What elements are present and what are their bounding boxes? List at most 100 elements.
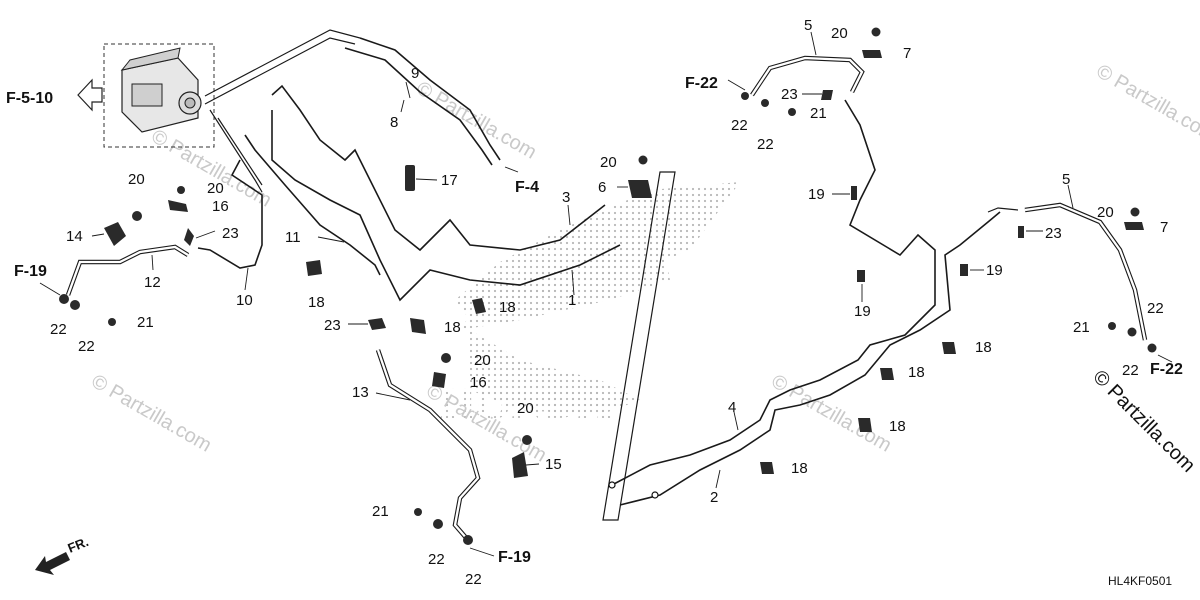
callout-23: 23 bbox=[324, 317, 341, 334]
clip-19 bbox=[851, 186, 857, 200]
washer-22 bbox=[59, 294, 69, 304]
clip-23 bbox=[1018, 226, 1024, 238]
callout-5: 5 bbox=[804, 17, 812, 34]
callout-11: 11 bbox=[285, 229, 301, 246]
frame-outline bbox=[602, 171, 676, 521]
callout-3: 3 bbox=[562, 189, 570, 206]
clamp-18 bbox=[410, 318, 426, 334]
callout-19: 19 bbox=[808, 186, 825, 203]
callout-13: 13 bbox=[352, 384, 369, 401]
callout-19: 19 bbox=[986, 262, 1003, 279]
washer-22 bbox=[741, 92, 749, 100]
callout-10: 10 bbox=[236, 292, 253, 309]
callout-18: 18 bbox=[499, 299, 516, 316]
brake-line-8 bbox=[344, 47, 493, 166]
washer-22 bbox=[433, 519, 443, 529]
clamp-18 bbox=[760, 462, 774, 474]
bolt-7 bbox=[862, 50, 882, 58]
callout-20: 20 bbox=[600, 154, 617, 171]
joint-6 bbox=[628, 180, 652, 198]
bolt-20 bbox=[871, 27, 881, 37]
callout-12: 12 bbox=[144, 274, 161, 291]
clip-23 bbox=[368, 318, 386, 330]
callout-20: 20 bbox=[128, 171, 145, 188]
bolt-20 bbox=[638, 155, 648, 165]
line-2-end-fitting bbox=[651, 491, 659, 499]
callout-18: 18 bbox=[975, 339, 992, 356]
callout-23: 23 bbox=[1045, 225, 1062, 242]
watermark: © Partzilla.com bbox=[1093, 60, 1200, 146]
callout-22: 22 bbox=[1147, 300, 1164, 317]
callout-16: 16 bbox=[470, 374, 487, 391]
bolt-20 bbox=[1130, 207, 1140, 217]
ref-f19-left: F-19 bbox=[14, 263, 47, 280]
part-callouts: 1234556778910111213141516161718181818181… bbox=[50, 17, 1168, 588]
callout-19: 19 bbox=[854, 303, 871, 320]
callout-22: 22 bbox=[1122, 362, 1139, 379]
brake-line-1 bbox=[271, 110, 621, 302]
callout-20: 20 bbox=[207, 180, 224, 197]
clamp-17 bbox=[405, 165, 415, 191]
honda-brand-text: HONDA bbox=[440, 377, 611, 428]
callout-7: 7 bbox=[903, 45, 911, 62]
joint-14 bbox=[104, 222, 126, 246]
clamp-18 bbox=[472, 298, 486, 314]
callout-18: 18 bbox=[791, 460, 808, 477]
callout-20: 20 bbox=[474, 352, 491, 369]
arrow-f22-icon bbox=[727, 79, 746, 91]
callout-20: 20 bbox=[517, 400, 534, 417]
callout-4: 4 bbox=[728, 399, 736, 416]
brake-line-2 bbox=[619, 211, 1001, 506]
honda-wing-logo: HONDA bbox=[440, 182, 740, 428]
callout-23: 23 bbox=[781, 86, 798, 103]
callout-20: 20 bbox=[1097, 204, 1114, 221]
callout-22: 22 bbox=[731, 117, 748, 134]
bolt-20 bbox=[441, 353, 451, 363]
washer-22 bbox=[1127, 327, 1137, 337]
callout-21: 21 bbox=[810, 105, 827, 122]
brake-line-10 bbox=[197, 159, 263, 269]
callout-22: 22 bbox=[465, 571, 482, 588]
callout-16: 16 bbox=[212, 198, 229, 215]
clamp-18 bbox=[306, 260, 322, 276]
callout-21: 21 bbox=[1073, 319, 1090, 336]
clamp-18 bbox=[942, 342, 956, 354]
ref-f19-bottom: F-19 bbox=[498, 549, 531, 566]
callout-1: 1 bbox=[568, 292, 576, 309]
washer-22 bbox=[1147, 343, 1157, 353]
abs-modulator bbox=[103, 43, 215, 148]
callout-6: 6 bbox=[598, 179, 606, 196]
bracket-16 bbox=[432, 372, 446, 388]
callout-14: 14 bbox=[66, 228, 83, 245]
callout-18: 18 bbox=[308, 294, 325, 311]
washer-22 bbox=[761, 99, 769, 107]
clip-19 bbox=[857, 270, 865, 282]
arrow-left-icon bbox=[77, 78, 103, 112]
front-label: FR. bbox=[66, 534, 91, 556]
arrow-f4-icon bbox=[504, 166, 519, 173]
bolt-21 bbox=[1108, 322, 1116, 330]
bolt-20 bbox=[522, 435, 532, 445]
callout-18: 18 bbox=[908, 364, 925, 381]
callout-2: 2 bbox=[710, 489, 718, 506]
ref-f4: F-4 bbox=[515, 179, 539, 196]
callout-17: 17 bbox=[441, 172, 458, 189]
bolt-20 bbox=[132, 211, 142, 221]
drawing-code: HL4KF0501 bbox=[1108, 574, 1172, 588]
leader-lines bbox=[91, 31, 1074, 489]
abs-to-line-10 bbox=[209, 109, 263, 193]
brake-line-11 bbox=[244, 134, 381, 276]
hardware-parts bbox=[59, 27, 1157, 545]
callout-21: 21 bbox=[372, 503, 389, 520]
washer-22 bbox=[463, 535, 473, 545]
bolt-21 bbox=[108, 318, 116, 326]
clamp-18 bbox=[858, 418, 872, 432]
clip-23 bbox=[184, 228, 194, 246]
bolt-20 bbox=[177, 186, 185, 194]
callout-5: 5 bbox=[1062, 171, 1070, 188]
arrow-f22-right-icon bbox=[1157, 354, 1173, 363]
joint-15 bbox=[512, 452, 528, 478]
watermark-dark: © Partzilla.com bbox=[1088, 366, 1199, 477]
brake-hose-12 bbox=[65, 244, 190, 296]
